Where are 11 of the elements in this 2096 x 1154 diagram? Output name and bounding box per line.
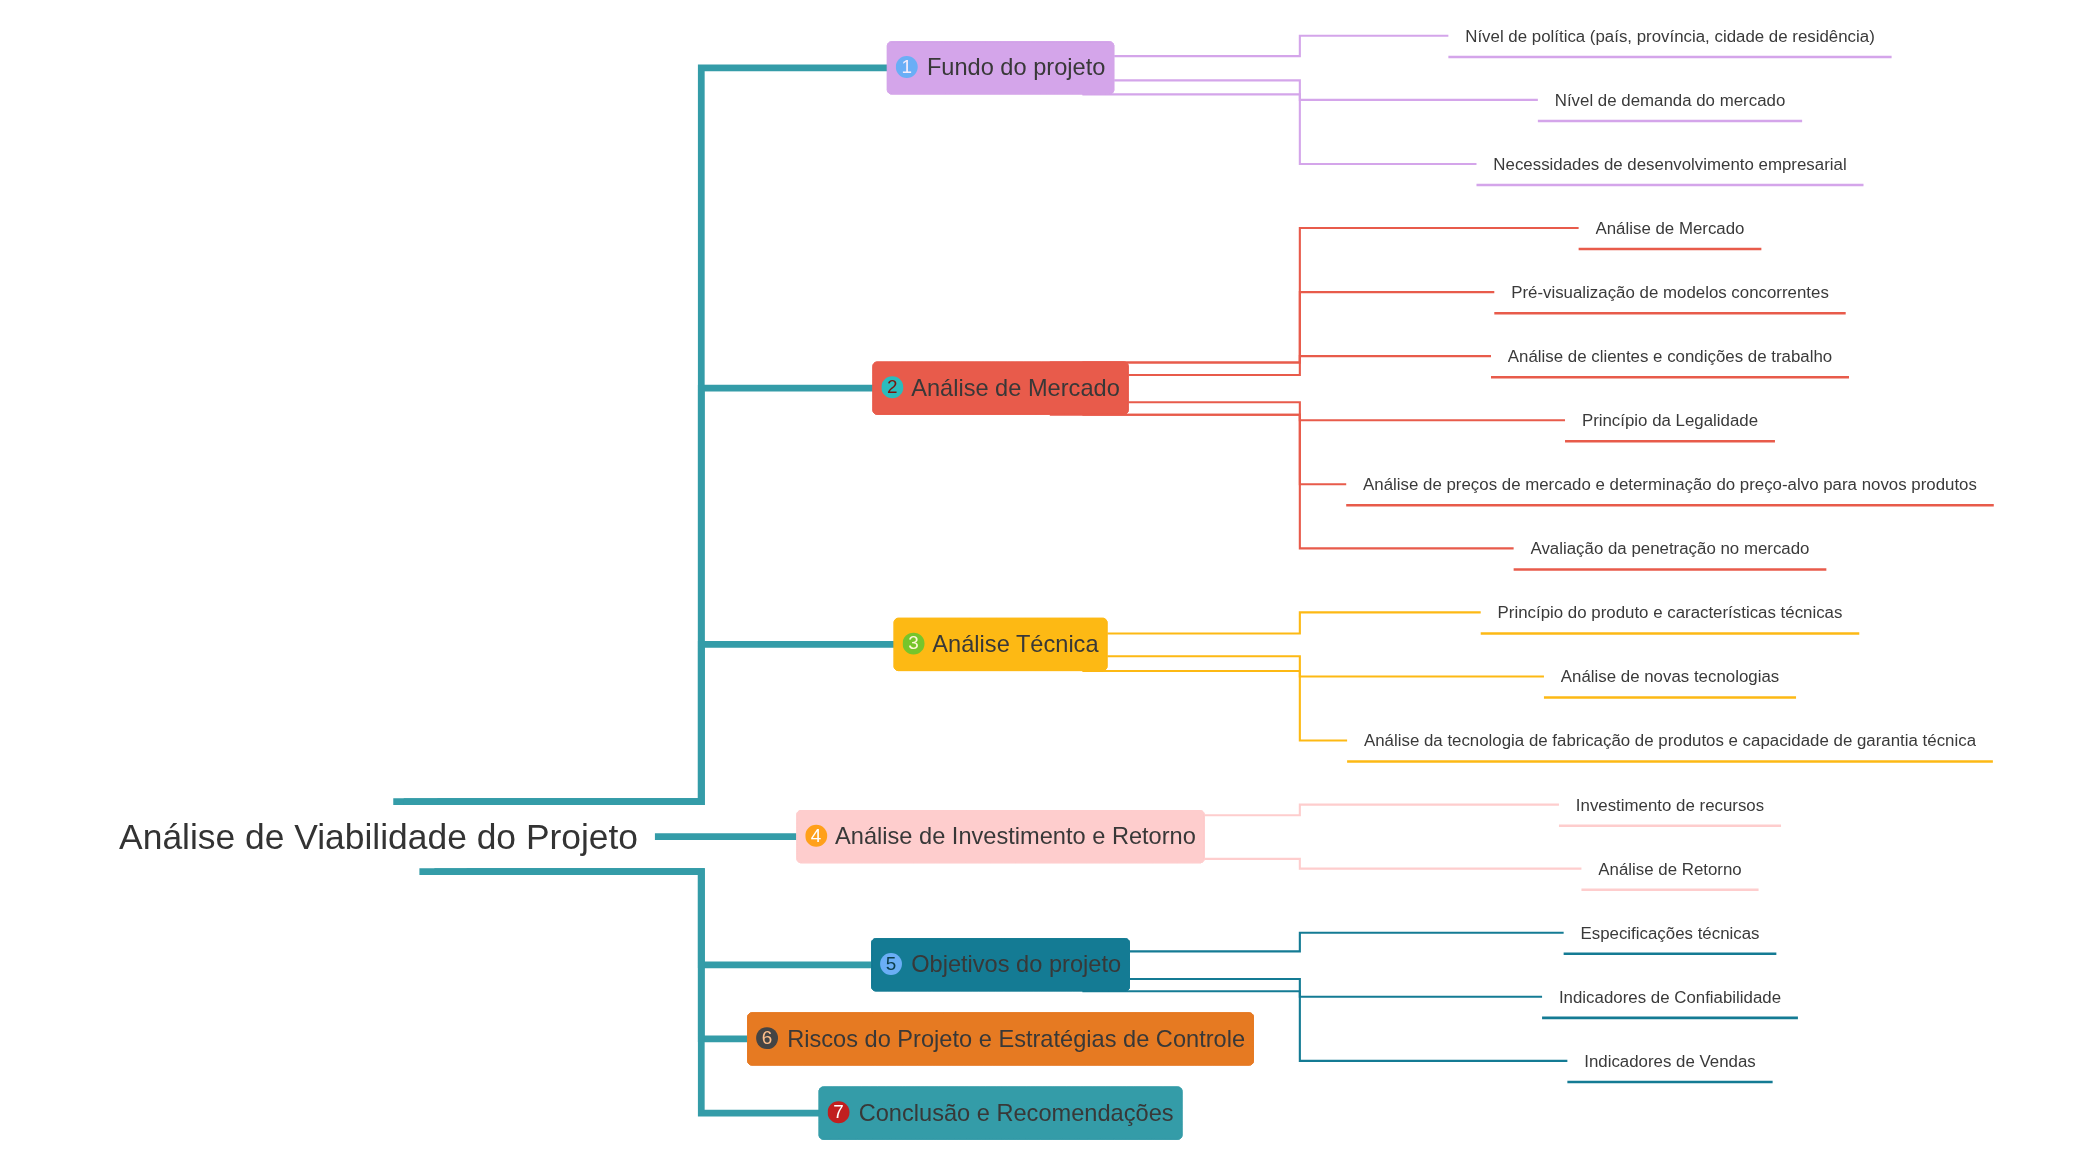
connector bbox=[1114, 79, 1539, 101]
connector bbox=[1107, 655, 1545, 678]
connector bbox=[1107, 611, 1482, 635]
connector bbox=[1114, 34, 1450, 58]
connector bbox=[1204, 857, 1583, 870]
connector bbox=[1129, 931, 1565, 953]
connector bbox=[1129, 977, 1544, 998]
node-text: Análise de Viabilidade do Projeto bbox=[119, 816, 639, 857]
connector bbox=[1128, 355, 1493, 376]
connector bbox=[1204, 803, 1560, 817]
connector bbox=[1128, 401, 1567, 422]
